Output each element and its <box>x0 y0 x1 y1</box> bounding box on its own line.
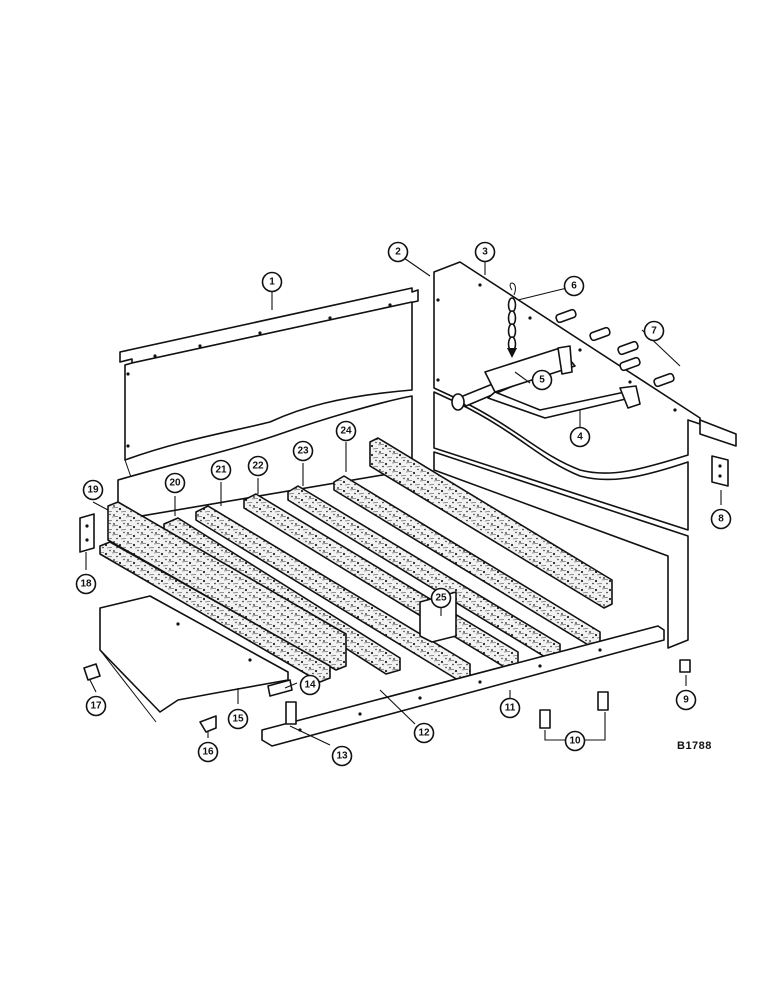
callout-circle <box>197 741 219 763</box>
callout-2: 2 <box>387 241 409 263</box>
callout-11: 11 <box>499 697 521 719</box>
callout-10: 10 <box>564 730 586 752</box>
callout-circle <box>430 587 452 609</box>
callout-circle <box>331 745 353 767</box>
callout-circle <box>292 440 314 462</box>
callout-label: 12 <box>418 728 430 739</box>
callout-circle <box>675 689 697 711</box>
callout-16: 16 <box>197 741 219 763</box>
callout-circle <box>563 275 585 297</box>
callout-circle <box>210 459 232 481</box>
callout-25: 25 <box>430 587 452 609</box>
callout-label: 10 <box>569 736 581 747</box>
callout-label: 23 <box>297 446 309 457</box>
callout-label: 2 <box>395 247 401 258</box>
rear-panel-upper <box>119 287 419 481</box>
callout-label: 4 <box>577 432 583 443</box>
callout-8: 8 <box>710 508 732 530</box>
plates <box>555 308 675 388</box>
callout-circle <box>164 472 186 494</box>
callout-label: 8 <box>718 514 724 525</box>
callout-circle <box>643 320 665 342</box>
callout-6: 6 <box>563 275 585 297</box>
callout-circle <box>413 722 435 744</box>
callout-circle <box>564 730 586 752</box>
callout-circle <box>82 479 104 501</box>
callout-label: 14 <box>304 680 316 691</box>
callout-21: 21 <box>210 459 232 481</box>
callout-4: 4 <box>569 426 591 448</box>
callout-17: 17 <box>85 695 107 717</box>
callout-circle <box>247 455 269 477</box>
callout-circle <box>710 508 732 530</box>
callout-label: 5 <box>539 375 545 386</box>
callout-circle <box>227 708 249 730</box>
callout-23: 23 <box>292 440 314 462</box>
callout-label: 18 <box>80 579 92 590</box>
callout-circle <box>499 697 521 719</box>
callout-label: 25 <box>435 593 447 604</box>
callout-14: 14 <box>299 674 321 696</box>
floor-boards <box>99 437 613 683</box>
figure-code: B1788 <box>677 740 712 752</box>
callout-label: 16 <box>202 747 214 758</box>
front-rail <box>261 625 665 747</box>
callout-15: 15 <box>227 708 249 730</box>
callout-22: 22 <box>247 455 269 477</box>
callout-circle <box>75 573 97 595</box>
callout-19: 19 <box>82 479 104 501</box>
callout-13: 13 <box>331 745 353 767</box>
callout-7: 7 <box>643 320 665 342</box>
callout-circle <box>85 695 107 717</box>
callout-label: 17 <box>90 701 102 712</box>
callout-circle <box>531 369 553 391</box>
callout-label: 21 <box>215 465 227 476</box>
callout-label: 22 <box>252 461 264 472</box>
shield-plate <box>99 595 289 723</box>
callout-1: 1 <box>261 271 283 293</box>
callout-20: 20 <box>164 472 186 494</box>
callout-label: 7 <box>651 326 657 337</box>
callout-9: 9 <box>675 689 697 711</box>
callout-label: 3 <box>482 247 488 258</box>
callout-label: 19 <box>87 485 99 496</box>
callout-label: 6 <box>571 281 577 292</box>
callout-label: 15 <box>232 714 244 725</box>
callout-label: 1 <box>269 277 275 288</box>
callout-circle <box>474 241 496 263</box>
left-bracket <box>79 513 95 553</box>
callout-label: 24 <box>340 426 352 437</box>
corner-bracket <box>699 419 737 487</box>
callout-circle <box>569 426 591 448</box>
callout-label: 9 <box>683 695 689 706</box>
callout-24: 24 <box>335 420 357 442</box>
bracket-assembly <box>451 345 641 419</box>
callout-5: 5 <box>531 369 553 391</box>
callout-18: 18 <box>75 573 97 595</box>
callout-label: 13 <box>336 751 348 762</box>
callout-circle <box>335 420 357 442</box>
callout-circle <box>261 271 283 293</box>
chain <box>507 282 517 358</box>
callout-label: 11 <box>505 703 516 714</box>
callout-circle <box>387 241 409 263</box>
callout-12: 12 <box>413 722 435 744</box>
callout-3: 3 <box>474 241 496 263</box>
small-brackets <box>83 659 691 733</box>
callout-label: 20 <box>169 478 181 489</box>
callout-circle <box>299 674 321 696</box>
